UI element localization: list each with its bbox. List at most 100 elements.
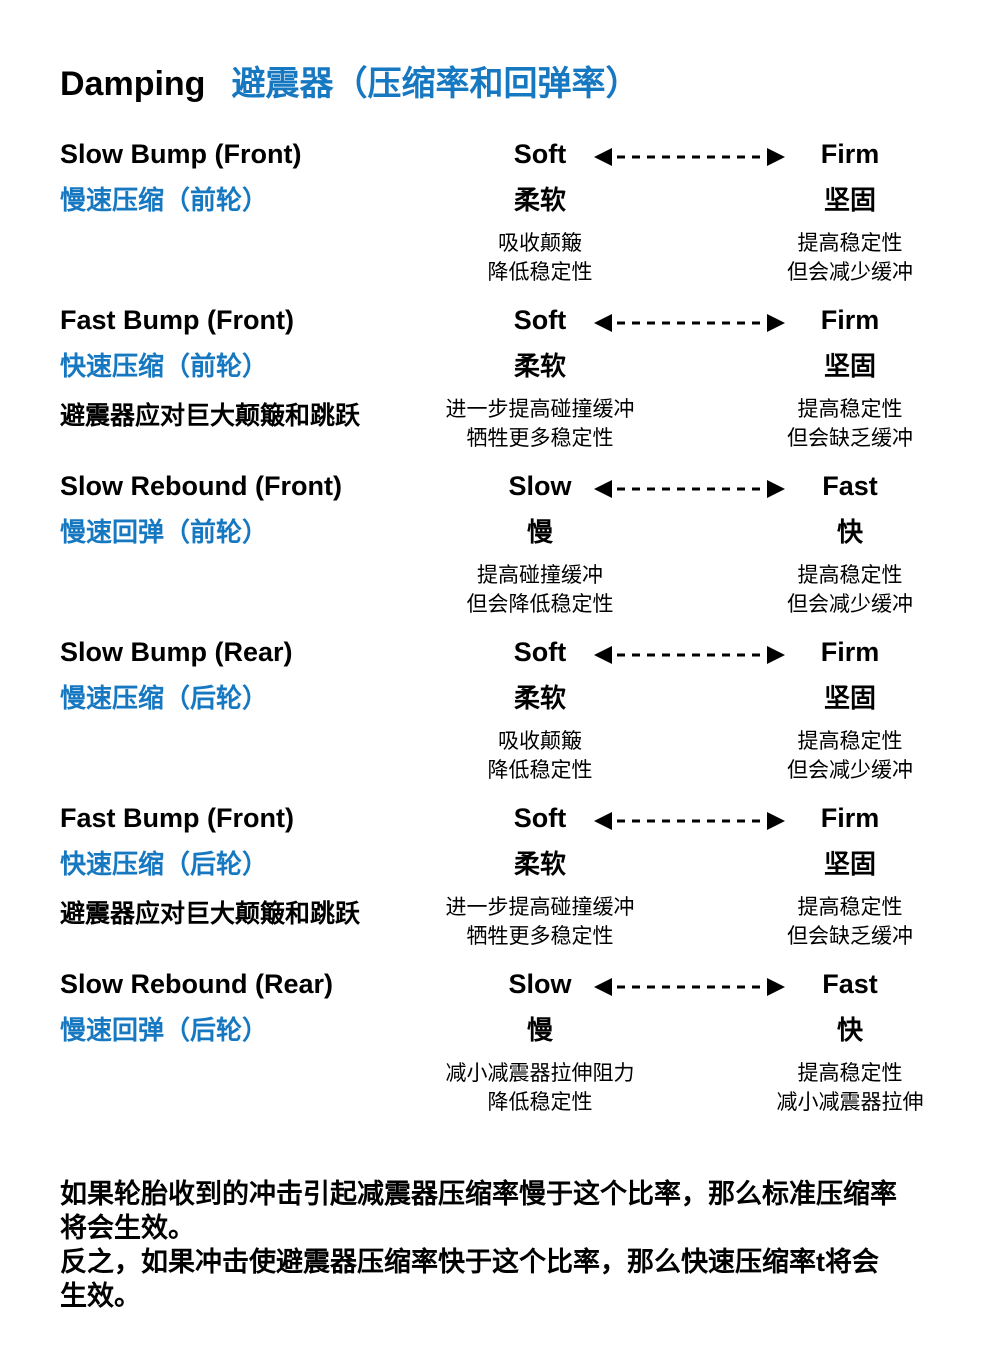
right-effect-line1: 提高稳定性	[797, 730, 903, 753]
spacer	[640, 844, 755, 857]
right-effect-line2: 但会减少缓冲	[787, 261, 913, 284]
right-effect-line1: 提高稳定性	[797, 232, 903, 255]
left-effect-desc: 吸收颠簸 降低稳定性	[440, 727, 640, 785]
section-note	[60, 229, 440, 231]
footer-line-2: 将会生效。	[60, 1213, 195, 1243]
scale-arrow	[594, 305, 785, 344]
spacer	[640, 395, 755, 396]
section-slow-bump-front: Slow Bump (Front) Soft Firm 慢速压缩（前轮） 柔软 …	[60, 139, 1004, 287]
footer-line-3: 反之，如果冲击使避震器压缩率快于这个比率，那么快速压缩率t将会	[60, 1247, 879, 1277]
spacer	[640, 727, 755, 728]
scale-left-term-en: Soft	[513, 803, 567, 833]
section-title-en: Slow Bump (Front)	[60, 139, 302, 169]
section-note	[60, 1059, 440, 1061]
scale-left-term-cn: 柔软	[513, 351, 566, 381]
section-slow-rebound-rear: Slow Rebound (Rear) Slow Fast 慢速回弹（后轮） 慢…	[60, 969, 1004, 1117]
left-effect-desc: 吸收颠簸 降低稳定性	[440, 229, 640, 287]
section-fast-bump-rear: Fast Bump (Front) Soft Firm 快速压缩（后轮） 柔软 …	[60, 803, 1004, 951]
left-effect-line2: 但会降低稳定性	[466, 593, 614, 616]
right-effect-line2: 但会缺乏缓冲	[787, 427, 913, 450]
left-effect-line1: 进一步提高碰撞缓冲	[445, 398, 635, 421]
right-effect-desc: 提高稳定性 但会减少缓冲	[755, 561, 945, 619]
right-effect-desc: 提高稳定性 但会减少缓冲	[755, 229, 945, 287]
double-arrow-icon	[594, 148, 785, 166]
scale-right-term-en: Firm	[820, 637, 880, 667]
scale-arrow	[594, 471, 785, 510]
spacer	[640, 678, 755, 691]
scale-right-term-en: Firm	[820, 139, 880, 169]
section-title-cn: 慢速回弹（后轮）	[60, 1015, 269, 1045]
scale-right-term-cn: 快	[836, 517, 863, 547]
spacer	[640, 512, 755, 525]
double-arrow-icon	[594, 314, 785, 332]
scale-arrow	[594, 139, 785, 178]
scale-left-term-en: Soft	[513, 305, 567, 335]
scale-left-term-cn: 慢	[526, 517, 553, 547]
double-arrow-icon	[594, 646, 785, 664]
left-effect-line1: 减小减震器拉伸阻力	[445, 1062, 635, 1085]
section-title-en: Fast Bump (Front)	[60, 305, 294, 335]
section-title-en: Fast Bump (Front)	[60, 803, 294, 833]
right-effect-line2: 但会减少缓冲	[787, 593, 913, 616]
section-title-en: Slow Rebound (Rear)	[60, 969, 334, 999]
right-effect-line1: 提高稳定性	[797, 896, 903, 919]
page-title-cn: 避震器（压缩率和回弹率）	[231, 65, 640, 103]
spacer	[640, 561, 755, 562]
scale-arrow	[594, 637, 785, 676]
section-title-cn: 慢速回弹（前轮）	[60, 517, 269, 547]
scale-arrow	[594, 803, 785, 842]
right-effect-line2: 但会减少缓冲	[787, 759, 913, 782]
scale-right-term-cn: 快	[836, 1015, 863, 1045]
double-arrow-icon	[594, 978, 785, 996]
page-title-en: Damping	[60, 65, 206, 103]
footer-note: 如果轮胎收到的冲击引起减震器压缩率慢于这个比率，那么标准压缩率 将会生效。 反之…	[60, 1177, 960, 1313]
right-effect-desc: 提高稳定性 但会缺乏缓冲	[755, 893, 945, 951]
footer-line-4: 生效。	[60, 1281, 141, 1311]
left-effect-line2: 牺牲更多稳定性	[466, 925, 614, 948]
section-slow-bump-rear: Slow Bump (Rear) Soft Firm 慢速压缩（后轮） 柔软 坚…	[60, 637, 1004, 785]
section-title-cn: 快速压缩（后轮）	[60, 849, 269, 879]
left-effect-desc: 提高碰撞缓冲 但会降低稳定性	[440, 561, 640, 619]
left-effect-desc: 进一步提高碰撞缓冲 牺牲更多稳定性	[440, 395, 640, 453]
left-effect-line1: 吸收颠簸	[498, 730, 582, 753]
section-title-cn: 慢速压缩（前轮）	[60, 185, 269, 215]
scale-right-term-cn: 坚固	[823, 849, 876, 879]
scale-right-term-cn: 坚固	[823, 351, 876, 381]
double-arrow-icon	[594, 812, 785, 830]
scale-right-term-en: Firm	[820, 305, 880, 335]
section-title-cn: 慢速压缩（后轮）	[60, 683, 269, 713]
left-effect-line2: 牺牲更多稳定性	[466, 427, 614, 450]
section-title-en: Slow Bump (Rear)	[60, 637, 293, 667]
section-title-en: Slow Rebound (Front)	[60, 471, 342, 501]
page-title: Damping 避震器（压缩率和回弹率）	[60, 56, 1004, 105]
scale-left-term-en: Soft	[513, 139, 567, 169]
right-effect-desc: 提高稳定性 减小减震器拉伸	[755, 1059, 945, 1117]
scale-left-term-cn: 柔软	[513, 849, 566, 879]
scale-left-term-cn: 慢	[526, 1015, 553, 1045]
right-effect-line2: 但会缺乏缓冲	[787, 925, 913, 948]
left-effect-line2: 降低稳定性	[487, 1091, 593, 1114]
scale-right-term-en: Fast	[822, 969, 878, 999]
spacer	[640, 1059, 755, 1060]
right-effect-line1: 提高稳定性	[797, 564, 903, 587]
scale-left-term-en: Soft	[513, 637, 567, 667]
left-effect-line1: 进一步提高碰撞缓冲	[445, 896, 635, 919]
right-effect-line2: 减小减震器拉伸	[776, 1091, 924, 1114]
section-title-cn: 快速压缩（前轮）	[60, 351, 269, 381]
left-effect-line2: 降低稳定性	[487, 759, 593, 782]
double-arrow-icon	[594, 480, 785, 498]
section-note: 避震器应对巨大颠簸和跳跃	[60, 402, 361, 430]
section-fast-bump-front: Fast Bump (Front) Soft Firm 快速压缩（前轮） 柔软 …	[60, 305, 1004, 453]
spacer	[640, 1010, 755, 1023]
scale-arrow	[594, 969, 785, 1008]
footer-line-1: 如果轮胎收到的冲击引起减震器压缩率慢于这个比率，那么标准压缩率	[60, 1179, 897, 1209]
spacer	[640, 180, 755, 193]
right-effect-line1: 提高稳定性	[797, 398, 903, 421]
section-note: 避震器应对巨大颠簸和跳跃	[60, 900, 361, 928]
spacer	[640, 893, 755, 894]
section-note	[60, 727, 440, 729]
left-effect-line2: 降低稳定性	[487, 261, 593, 284]
scale-left-term-cn: 柔软	[513, 185, 566, 215]
scale-left-term-cn: 柔软	[513, 683, 566, 713]
